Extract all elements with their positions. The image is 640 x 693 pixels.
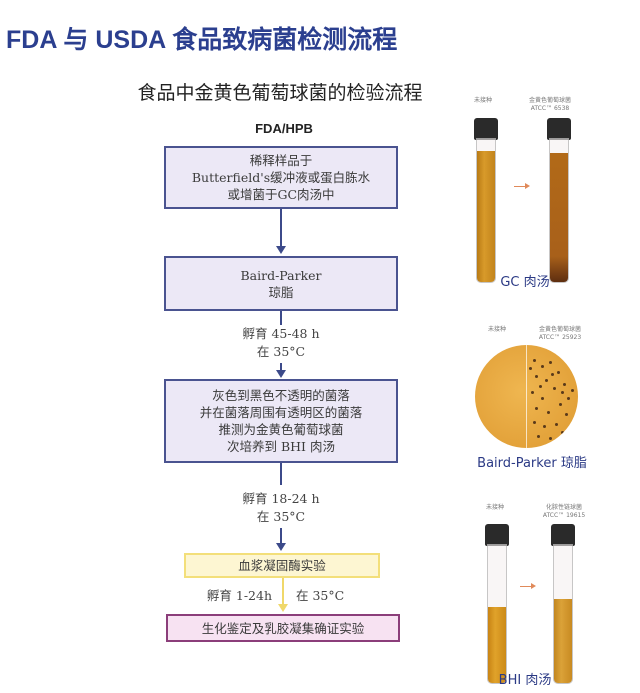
step-biochemical-confirmation: 生化鉴定及乳胶凝集确证实验 xyxy=(166,614,400,642)
incubation-note: 孵育 18-24 h 在 35°C xyxy=(200,490,362,526)
strain-label: ATCC™ 25923 xyxy=(538,334,582,341)
step-line: 生化鉴定及乳胶凝集确证实验 xyxy=(201,620,365,636)
arrow-down-icon xyxy=(276,370,286,378)
connector-line xyxy=(280,363,282,372)
step-line: 稀释样品于 xyxy=(249,153,313,168)
step-line: 血浆凝固酶实验 xyxy=(238,558,326,573)
incubation-note: 孵育 45-48 h 在 35°C xyxy=(200,325,362,361)
incubation-time-note: 孵育 1-24h xyxy=(206,588,272,603)
section-label: FDA/HPB xyxy=(255,121,313,136)
inoculated-label: 金黄色葡萄球菌 xyxy=(528,97,571,104)
strain-label: ATCC™ 19615 xyxy=(542,512,586,519)
connector-line xyxy=(280,311,282,325)
arrow-right-icon xyxy=(514,183,530,189)
connector-line xyxy=(280,209,282,249)
arrow-down-icon xyxy=(276,543,286,551)
connector-line xyxy=(280,463,282,485)
note-line: 孵育 18-24 h xyxy=(242,491,320,506)
step-baird-parker-agar: Baird-Parker 琼脂 xyxy=(164,256,398,311)
flowchart-title: 食品中金黄色葡萄球菌的检验流程 xyxy=(137,82,423,104)
arrow-right-icon xyxy=(520,583,536,589)
step-line: 次培养到 BHI 肉汤 xyxy=(227,439,335,454)
photo-caption: GC 肉汤 xyxy=(500,275,550,290)
inoculated-label: 金黄色葡萄球菌 xyxy=(538,326,581,333)
connector-line xyxy=(282,578,284,605)
arrow-down-icon xyxy=(276,246,286,254)
photo-caption: BHI 肉汤 xyxy=(498,673,552,688)
note-line: 在 35°C xyxy=(256,509,306,524)
step-line: Baird-Parker xyxy=(240,267,322,283)
incubation-temp-note: 在 35°C xyxy=(296,588,345,603)
step-dilute-sample: 稀释样品于 Butterfield's缓冲液或蛋白胨水 或增菌于GC肉汤中 xyxy=(164,146,398,209)
uninoculated-label: 未接种 xyxy=(487,326,506,333)
note-line: 孵育 45-48 h xyxy=(242,326,320,341)
connector-line xyxy=(280,528,282,545)
uninoculated-label: 未接种 xyxy=(473,97,492,104)
step-line: 并在菌落周围有透明区的菌落 xyxy=(199,405,363,420)
uninoculated-label: 未接种 xyxy=(485,504,504,511)
strain-label: ATCC™ 6538 xyxy=(530,105,570,112)
step-line: 或增菌于GC肉汤中 xyxy=(227,187,335,202)
step-coagulase-test: 血浆凝固酶实验 xyxy=(184,553,380,578)
photo-caption: Baird-Parker 琼脂 xyxy=(477,456,587,471)
agar-plate xyxy=(475,345,578,448)
inoculated-label: 化脓性链球菌 xyxy=(545,504,582,511)
step-line: 灰色到黑色不透明的菌落 xyxy=(212,388,350,403)
step-line: Butterfield's缓冲液或蛋白胨水 xyxy=(191,170,371,185)
arrow-down-icon xyxy=(278,604,288,612)
main-title: FDA 与 USDA 食品致病菌检测流程 xyxy=(6,26,398,54)
note-line: 在 35°C xyxy=(256,344,306,359)
step-line: 推测为金黄色葡萄球菌 xyxy=(218,422,344,437)
step-line: 琼脂 xyxy=(268,284,294,300)
step-colony-identification: 灰色到黑色不透明的菌落 并在菌落周围有透明区的菌落 推测为金黄色葡萄球菌 次培养… xyxy=(164,379,398,463)
